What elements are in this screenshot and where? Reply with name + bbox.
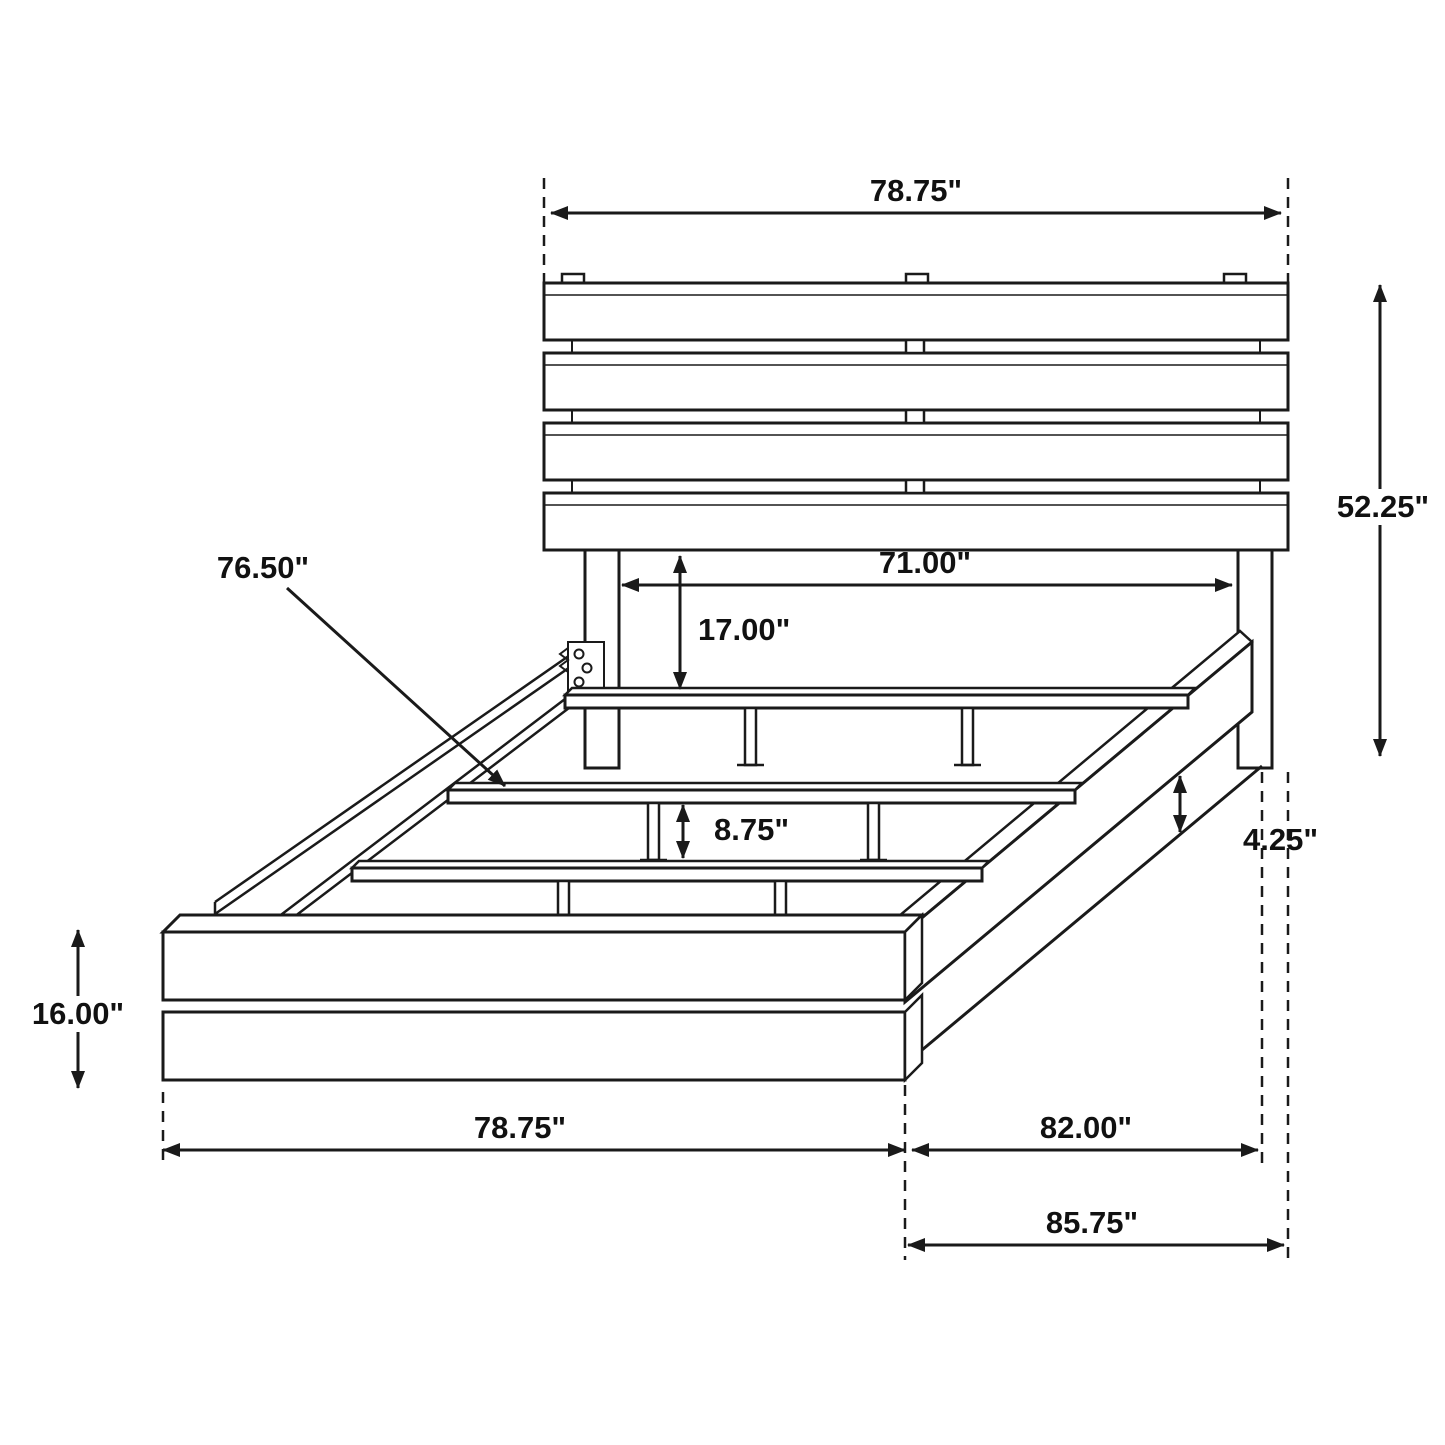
cross-slat-rear xyxy=(561,686,1199,767)
dim-headboard-height: 52.25" xyxy=(1324,284,1442,757)
side-rail-top-face xyxy=(891,629,1254,934)
bolt-hole xyxy=(573,648,585,660)
headboard-plank xyxy=(542,491,1290,552)
dim-frame-length: 82.00" xyxy=(911,1110,1259,1157)
headboard-gap-blocks xyxy=(904,338,926,495)
footboard-end-face xyxy=(903,991,924,1084)
footboard-top-face xyxy=(159,913,926,934)
headboard-plank xyxy=(542,281,1290,342)
dim-overall-length: 85.75" xyxy=(907,1205,1285,1252)
bolt-hole xyxy=(573,676,585,688)
slat-leg xyxy=(646,801,661,862)
headboard-gap-posts xyxy=(571,340,1261,493)
dim-label-headboard-clearance: 17.00" xyxy=(698,612,790,647)
headboard-planks xyxy=(542,281,1290,552)
leader-line xyxy=(285,586,507,788)
slat-leg xyxy=(866,801,881,862)
dim-inner-width: 71.00" xyxy=(621,545,1233,592)
side-rail-lower-edge xyxy=(921,764,1263,1052)
dim-frame-width: 78.75" xyxy=(162,1110,906,1157)
dim-label-rail-length: 76.50" xyxy=(217,550,309,585)
dim-label-frame-length: 82.00" xyxy=(1040,1110,1132,1145)
dim-label-headboard-height: 52.25" xyxy=(1337,489,1429,524)
dim-headboard-clearance: 17.00" xyxy=(673,555,790,690)
headboard-plank-edges xyxy=(544,294,1288,506)
metal-rail xyxy=(213,644,584,916)
headboard-plank xyxy=(542,351,1290,412)
cross-slats xyxy=(348,686,1199,936)
headboard-plank xyxy=(542,421,1290,482)
cross-slat-middle xyxy=(444,781,1086,862)
dim-label-overall-length: 85.75" xyxy=(1046,1205,1138,1240)
slat-leg xyxy=(743,706,758,767)
dim-label-slat-support-height: 8.75" xyxy=(714,812,789,847)
dim-label-frame-width: 78.75" xyxy=(474,1110,566,1145)
cross-slat-front xyxy=(348,859,993,936)
slat-leg xyxy=(960,706,975,767)
dim-headboard-width: 78.75" xyxy=(550,173,1282,220)
bolt-hole xyxy=(581,662,593,674)
footboard-end-face xyxy=(903,911,924,1004)
dim-footboard-height: 16.00" xyxy=(20,929,136,1089)
dim-label-footboard-height: 16.00" xyxy=(32,996,124,1031)
dim-label-side-rail-height: 4.25" xyxy=(1243,822,1318,857)
dim-rail-length: 76.50" xyxy=(217,550,507,788)
footboard-plank xyxy=(161,930,907,1002)
headboard xyxy=(542,272,1290,552)
dim-slat-support-height: 8.75" xyxy=(676,804,789,859)
dim-label-inner-width: 71.00" xyxy=(879,545,971,580)
dim-label-headboard-width: 78.75" xyxy=(870,173,962,208)
footboard xyxy=(159,911,926,1084)
dim-side-rail-height: 4.25" xyxy=(1173,775,1318,857)
footboard-plank xyxy=(161,1010,907,1082)
